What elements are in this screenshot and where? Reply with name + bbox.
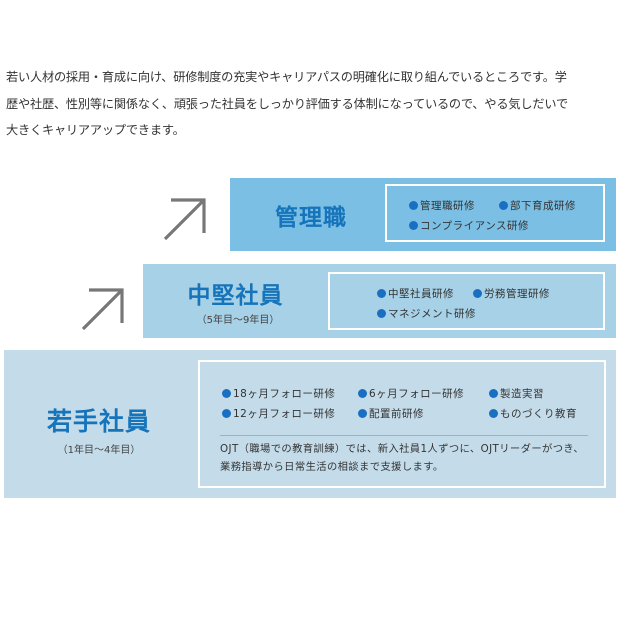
tier-title-management: 管理職 [275, 204, 347, 231]
arrow-up-right-icon [163, 198, 206, 241]
arrow-up-right-icon [81, 288, 124, 331]
training-item: 管理職研修 [409, 198, 475, 213]
bullet-icon [409, 201, 418, 210]
ojt-description: OJT（職場での教育訓練）では、新入社員1人ずつに、OJTリーダーがつき、 業務… [220, 440, 604, 476]
bullet-icon [489, 389, 498, 398]
training-item: 18ヶ月フォロー研修 [222, 386, 335, 401]
training-box-mid: 中堅社員研修 労務管理研修 マネジメント研修 [328, 272, 605, 330]
tier-subtitle-mid: （5年目～9年目） [196, 315, 280, 326]
training-item: 12ヶ月フォロー研修 [222, 406, 335, 421]
training-item: 部下育成研修 [499, 198, 576, 213]
intro-line-1: 若い人材の採用・育成に向け、研修制度の充実やキャリアパスの明確化に取り組んでいる… [6, 70, 567, 84]
tier-mid: 中堅社員 （5年目～9年目） 中堅社員研修 労務管理研修 マネジメント研修 [143, 264, 616, 338]
intro-line-2: 歴や社歴、性別等に関係なく、頑張った社員をしっかり評価する体制になっているので、… [6, 96, 568, 111]
intro-line-3: 大きくキャリアアップできます。 [6, 123, 185, 137]
training-box-management: 管理職研修 部下育成研修 コンプライアンス研修 [385, 184, 605, 242]
bullet-icon [473, 289, 482, 298]
bullet-icon [499, 201, 508, 210]
bullet-icon [489, 409, 498, 418]
training-item: マネジメント研修 [377, 306, 476, 321]
training-item: 配置前研修 [358, 406, 424, 421]
training-item: 6ヶ月フォロー研修 [358, 386, 464, 401]
training-item: 中堅社員研修 [377, 286, 454, 301]
training-item: ものづくり教育 [489, 406, 577, 421]
training-item: 製造実習 [489, 386, 544, 401]
intro-paragraph: 若い人材の採用・育成に向け、研修制度の充実やキャリアパスの明確化に取り組んでいる… [6, 64, 618, 144]
training-item: コンプライアンス研修 [409, 218, 529, 233]
tier-title-mid: 中堅社員 [187, 282, 284, 309]
tier-title-junior: 若手社員 [46, 407, 151, 436]
training-box-junior: 18ヶ月フォロー研修 6ヶ月フォロー研修 製造実習 12ヶ月フォロー研修 配置前… [198, 360, 606, 488]
divider [220, 435, 588, 436]
tier-subtitle-junior: （1年目～4年目） [57, 445, 141, 456]
bullet-icon [222, 409, 231, 418]
tier-junior: 若手社員 （1年目～4年目） 18ヶ月フォロー研修 6ヶ月フォロー研修 製造実習… [4, 350, 616, 498]
training-item: 労務管理研修 [473, 286, 550, 301]
bullet-icon [358, 389, 367, 398]
bullet-icon [409, 221, 418, 230]
tier-management: 管理職 管理職研修 部下育成研修 コンプライアンス研修 [230, 178, 616, 251]
bullet-icon [222, 389, 231, 398]
bullet-icon [358, 409, 367, 418]
bullet-icon [377, 289, 386, 298]
ojt-line-1: OJT（職場での教育訓練）では、新入社員1人ずつに、OJTリーダーがつき、 [220, 443, 585, 455]
ojt-line-2: 業務指導から日常生活の相談まで支援します。 [220, 461, 444, 473]
bullet-icon [377, 309, 386, 318]
